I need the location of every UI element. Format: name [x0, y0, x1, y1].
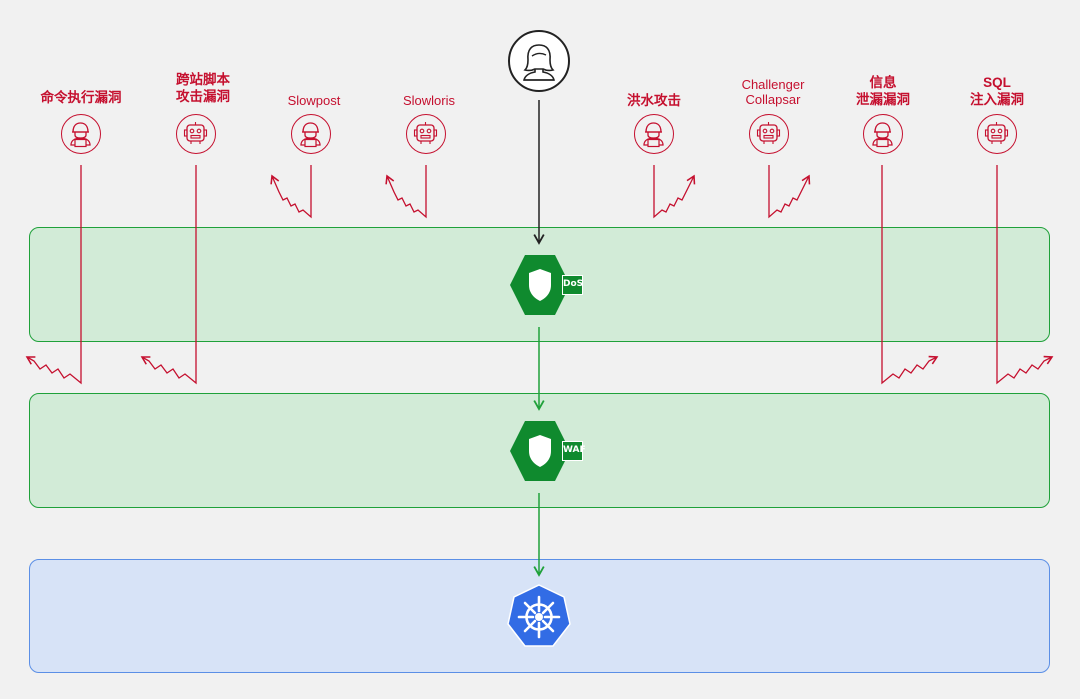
cc-attack-line [768, 165, 811, 219]
robot-icon-glyph [183, 122, 208, 144]
robot-icon-glyph [413, 122, 438, 144]
attack-label: Slowpost [287, 93, 341, 108]
info-leak-attack-line [881, 165, 939, 385]
kubernetes-icon [507, 584, 571, 647]
user-node [508, 30, 570, 92]
waf-protection-node: WAF [509, 419, 589, 483]
attack-label: Slowloris [402, 93, 455, 108]
robot-icon [406, 114, 446, 154]
robot-icon [749, 114, 789, 154]
hacker-icon [634, 114, 674, 154]
hacker-icon-glyph [643, 122, 664, 148]
user-avatar-icon [522, 44, 556, 81]
xss-attack-line [140, 165, 197, 385]
attack-label: 命令执行漏洞 [40, 90, 122, 105]
dos-badge: DoS [562, 275, 583, 295]
robot-icon-glyph [984, 122, 1009, 144]
waf-badge: WAF [562, 441, 586, 461]
hacker-icon [291, 114, 331, 154]
robot-icon [977, 114, 1017, 154]
robot-icon-glyph [756, 122, 781, 144]
cmd-exec-attack-line [25, 165, 82, 385]
shield-icon [510, 421, 570, 481]
hacker-icon-glyph [872, 122, 893, 148]
hacker-icon-glyph [300, 122, 321, 148]
attack-label: 信息 泄漏漏洞 [856, 75, 910, 107]
hacker-icon-glyph [70, 122, 91, 148]
flood-attack-line [653, 165, 696, 219]
kubernetes-node [506, 584, 572, 648]
attack-label: 洪水攻击 [627, 93, 681, 108]
robot-icon [176, 114, 216, 154]
hacker-icon [863, 114, 903, 154]
hacker-icon [61, 114, 101, 154]
slowpost-attack-line [270, 165, 312, 219]
sqli-attack-line [996, 165, 1054, 385]
attack-label: 跨站脚本 攻击漏洞 [176, 72, 230, 104]
slowloris-attack-line [385, 165, 427, 219]
attack-label: Challenger Collapsar [741, 77, 805, 107]
dos-protection-node: DoS [509, 253, 589, 317]
attack-label: SQL 注入漏洞 [970, 75, 1024, 107]
shield-icon [510, 255, 570, 315]
